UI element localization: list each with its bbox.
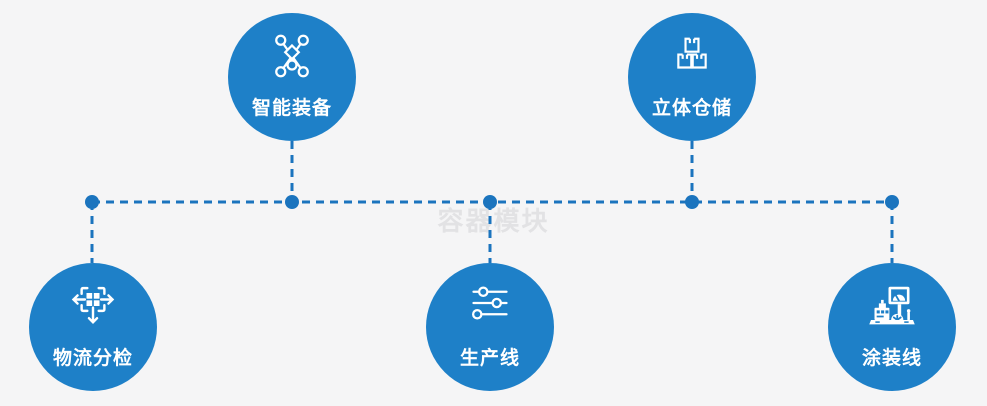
junction-dot — [285, 195, 299, 209]
node-label: 生产线 — [459, 348, 520, 369]
node-label: 立体仓储 — [651, 98, 732, 119]
node-logistics-sorting[interactable]: 物流分检 — [29, 263, 157, 391]
node-production-line[interactable]: 生产线 — [426, 263, 554, 391]
sorting-arrows-icon — [67, 279, 119, 333]
network-nodes-icon — [268, 29, 316, 83]
junction-dot — [885, 195, 899, 209]
machine-monitor-icon — [864, 279, 920, 333]
watermark-text: 容器模块 — [437, 206, 550, 236]
stacked-boxes-icon — [669, 29, 715, 83]
sliders-icon — [466, 279, 514, 333]
junction-dot — [483, 195, 497, 209]
node-stereo-warehouse[interactable]: 立体仓储 — [628, 13, 756, 141]
node-label: 涂装线 — [861, 348, 922, 369]
junction-dot — [685, 195, 699, 209]
node-label: 物流分检 — [52, 348, 133, 369]
node-label: 智能装备 — [251, 98, 332, 119]
node-smart-equipment[interactable]: 智能装备 — [228, 13, 356, 141]
node-painting-line[interactable]: 涂装线 — [828, 263, 956, 391]
junction-dot — [85, 195, 99, 209]
